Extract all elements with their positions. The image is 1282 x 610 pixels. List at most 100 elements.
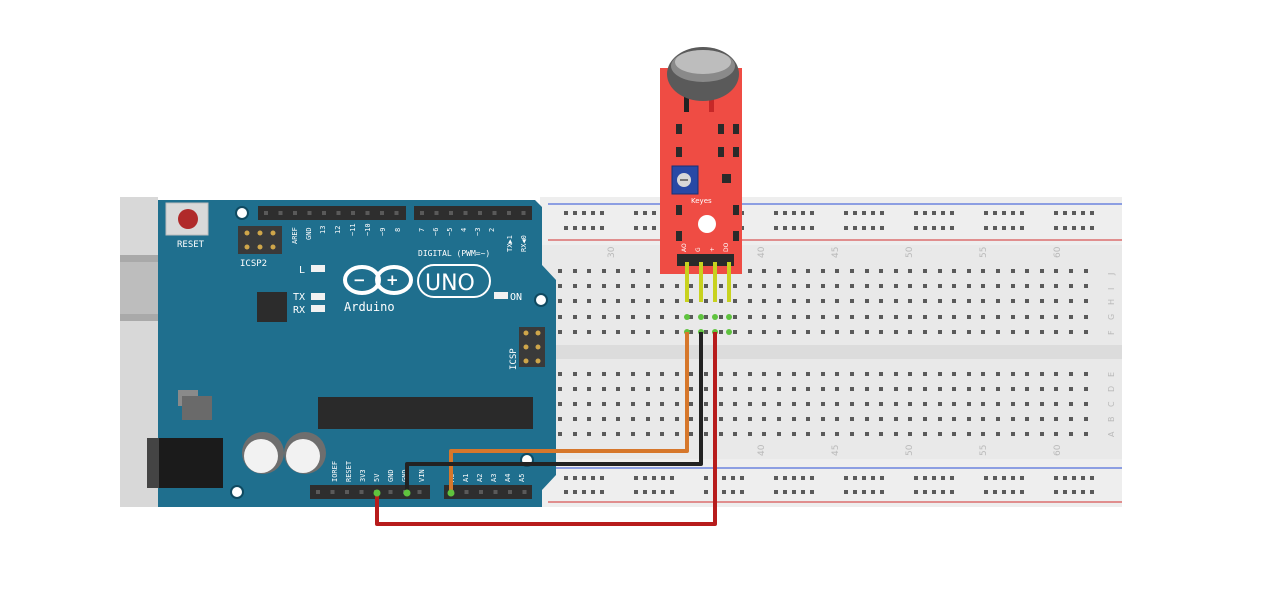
terminal-hole [996, 284, 1000, 288]
terminal-hole [616, 284, 620, 288]
terminal-hole [675, 284, 679, 288]
terminal-hole [748, 315, 752, 319]
terminal-hole [806, 387, 810, 391]
terminal-hole [733, 284, 737, 288]
small-chip [257, 292, 287, 322]
terminal-hole [952, 372, 956, 376]
pin-label-13: 13 [319, 226, 327, 234]
rail-hole [582, 476, 586, 480]
terminal-hole [1054, 330, 1058, 334]
rail-hole [634, 476, 638, 480]
terminal-hole [792, 330, 796, 334]
terminal-hole [1040, 284, 1044, 288]
rail-hole [880, 211, 884, 215]
rail-hole [862, 476, 866, 480]
terminal-hole [1069, 269, 1073, 273]
rail-hole [1020, 211, 1024, 215]
pin-label-5v: 5V [373, 473, 381, 482]
terminal-hole [865, 417, 869, 421]
rail-hole [1054, 490, 1058, 494]
col-number-50-bottom: 50 [905, 444, 915, 456]
terminal-hole [835, 269, 839, 273]
terminal-hole [631, 269, 635, 273]
rail-hole [704, 476, 708, 480]
terminal-hole [1084, 269, 1088, 273]
terminal-hole [1084, 402, 1088, 406]
terminal-hole [850, 387, 854, 391]
atmega-chip [318, 397, 533, 429]
terminal-hole [996, 299, 1000, 303]
terminal-hole [748, 432, 752, 436]
header-pin [388, 490, 393, 494]
terminal-hole [792, 387, 796, 391]
terminal-hole [850, 402, 854, 406]
top-power-rail [540, 197, 1122, 245]
terminal-hole [879, 402, 883, 406]
terminal-hole [616, 299, 620, 303]
terminal-hole [908, 372, 912, 376]
terminal-hole [1025, 284, 1029, 288]
terminal-hole [806, 372, 810, 376]
rail-hole [880, 476, 884, 480]
terminal-hole [616, 315, 620, 319]
digital-pwm-label: DIGITAL (PWM=~) [418, 249, 490, 258]
terminal-hole [1025, 432, 1029, 436]
mounting-hole-right [534, 293, 548, 307]
terminal-hole [748, 387, 752, 391]
terminal-hole [967, 299, 971, 303]
terminal-hole [894, 299, 898, 303]
rail-hole [600, 476, 604, 480]
reset-label: RESET [177, 240, 205, 250]
terminal-hole [1040, 402, 1044, 406]
header-pin [478, 211, 482, 215]
rail-hole [652, 226, 656, 230]
terminal-hole [1054, 372, 1058, 376]
terminal-hole [602, 330, 606, 334]
header-pin [464, 490, 469, 494]
rail-hole [582, 490, 586, 494]
reset-button[interactable] [178, 209, 198, 229]
terminal-hole [1011, 299, 1015, 303]
terminal-hole [923, 269, 927, 273]
terminal-hole [573, 372, 577, 376]
microphone-mesh [675, 50, 731, 74]
terminal-hole [587, 432, 591, 436]
sensor-pin-plus [713, 262, 717, 302]
terminal-hole [587, 387, 591, 391]
power-wire[interactable] [375, 332, 717, 526]
terminal-hole [967, 330, 971, 334]
rail-hole [871, 226, 875, 230]
terminal-hole [806, 330, 810, 334]
ground-wire[interactable] [405, 332, 703, 493]
terminal-hole [660, 372, 664, 376]
terminal-hole [879, 330, 883, 334]
header-pin [492, 211, 497, 215]
terminal-hole [777, 269, 781, 273]
rail-hole [984, 211, 988, 215]
rail-hole [1063, 490, 1067, 494]
terminal-hole [1025, 387, 1029, 391]
header-pin [522, 490, 527, 494]
digital-header-pins [264, 211, 526, 215]
rail-hole [853, 211, 857, 215]
terminal-hole [1040, 299, 1044, 303]
row-letter-b: B [1107, 417, 1116, 423]
terminal-hole [646, 284, 650, 288]
rail-hole [1072, 226, 1076, 230]
terminal-hole [777, 432, 781, 436]
terminal-hole [1040, 269, 1044, 273]
analog-signal-wire[interactable] [449, 332, 689, 493]
rail-hole [950, 211, 954, 215]
rail-hole [740, 490, 744, 494]
terminal-hole [616, 402, 620, 406]
terminal-hole [602, 372, 606, 376]
terminal-hole [938, 299, 942, 303]
terminal-hole [806, 402, 810, 406]
terminal-hole [558, 284, 562, 288]
wire-end-a0 [447, 489, 455, 497]
terminal-hole [616, 330, 620, 334]
smd-pad [718, 124, 724, 134]
terminal-hole [996, 372, 1000, 376]
terminal-hole [631, 387, 635, 391]
rail-hole [801, 476, 805, 480]
